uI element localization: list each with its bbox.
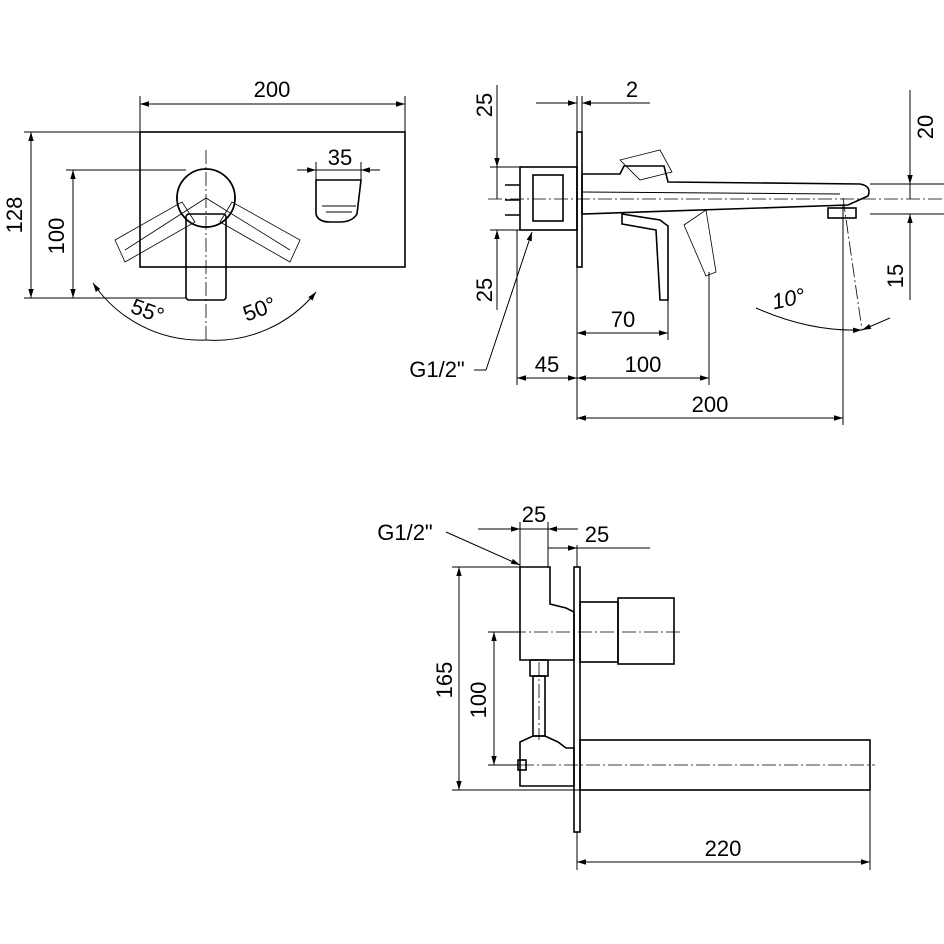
- dim-spout-height: 20: [913, 115, 938, 139]
- handle-block: [617, 597, 675, 665]
- dim-spout-length: 200: [692, 392, 729, 417]
- dim-front-height: 128: [2, 197, 27, 234]
- dim-spout-width: 35: [328, 145, 352, 170]
- dim-depth-100: 100: [625, 352, 662, 377]
- dim-front-width: 200: [254, 77, 291, 102]
- dim-spout-length-bottom: 220: [705, 836, 742, 861]
- bottom-thread-label: G1/2": [377, 520, 433, 545]
- dim-handle-depth: 70: [611, 307, 635, 332]
- side-body: [519, 166, 578, 231]
- side-thread-label: G1/2": [409, 357, 465, 382]
- dim-angle-right: 50°: [240, 292, 280, 327]
- dim-total-height: 165: [432, 662, 457, 699]
- bottom-plate: [573, 566, 581, 833]
- dim-inner-height: 100: [466, 682, 491, 719]
- dim-handle-offset: 100: [44, 218, 69, 255]
- spout-outlet: [315, 179, 362, 223]
- bottom-view: 25 25 G1/2" 165 100 220: [377, 502, 875, 870]
- dim-bottom-offset: 25: [472, 278, 497, 302]
- dim-spout-drop: 15: [883, 264, 908, 288]
- front-view: 200 128 100 35 55° 50°: [2, 77, 406, 341]
- side-view: 2 25 25 20 15 10° 70 45 100: [409, 77, 944, 425]
- dim-offset-a: 25: [522, 502, 546, 527]
- lever-rotation-ghost: [114, 197, 301, 263]
- side-handle: [621, 213, 669, 301]
- upper-body: [519, 566, 575, 661]
- dim-plate-thickness: 2: [626, 77, 638, 102]
- lower-body: [519, 735, 575, 787]
- dim-spout-angle: 10°: [770, 283, 808, 314]
- bottom-spout: [579, 739, 871, 791]
- side-spout: [581, 165, 870, 215]
- dim-offset-b: 25: [585, 522, 609, 547]
- dim-depth-45: 45: [535, 352, 559, 377]
- aerator: [827, 207, 857, 219]
- dim-top-offset: 25: [472, 93, 497, 117]
- dim-angle-left: 55°: [128, 294, 168, 329]
- front-plate: [139, 131, 406, 268]
